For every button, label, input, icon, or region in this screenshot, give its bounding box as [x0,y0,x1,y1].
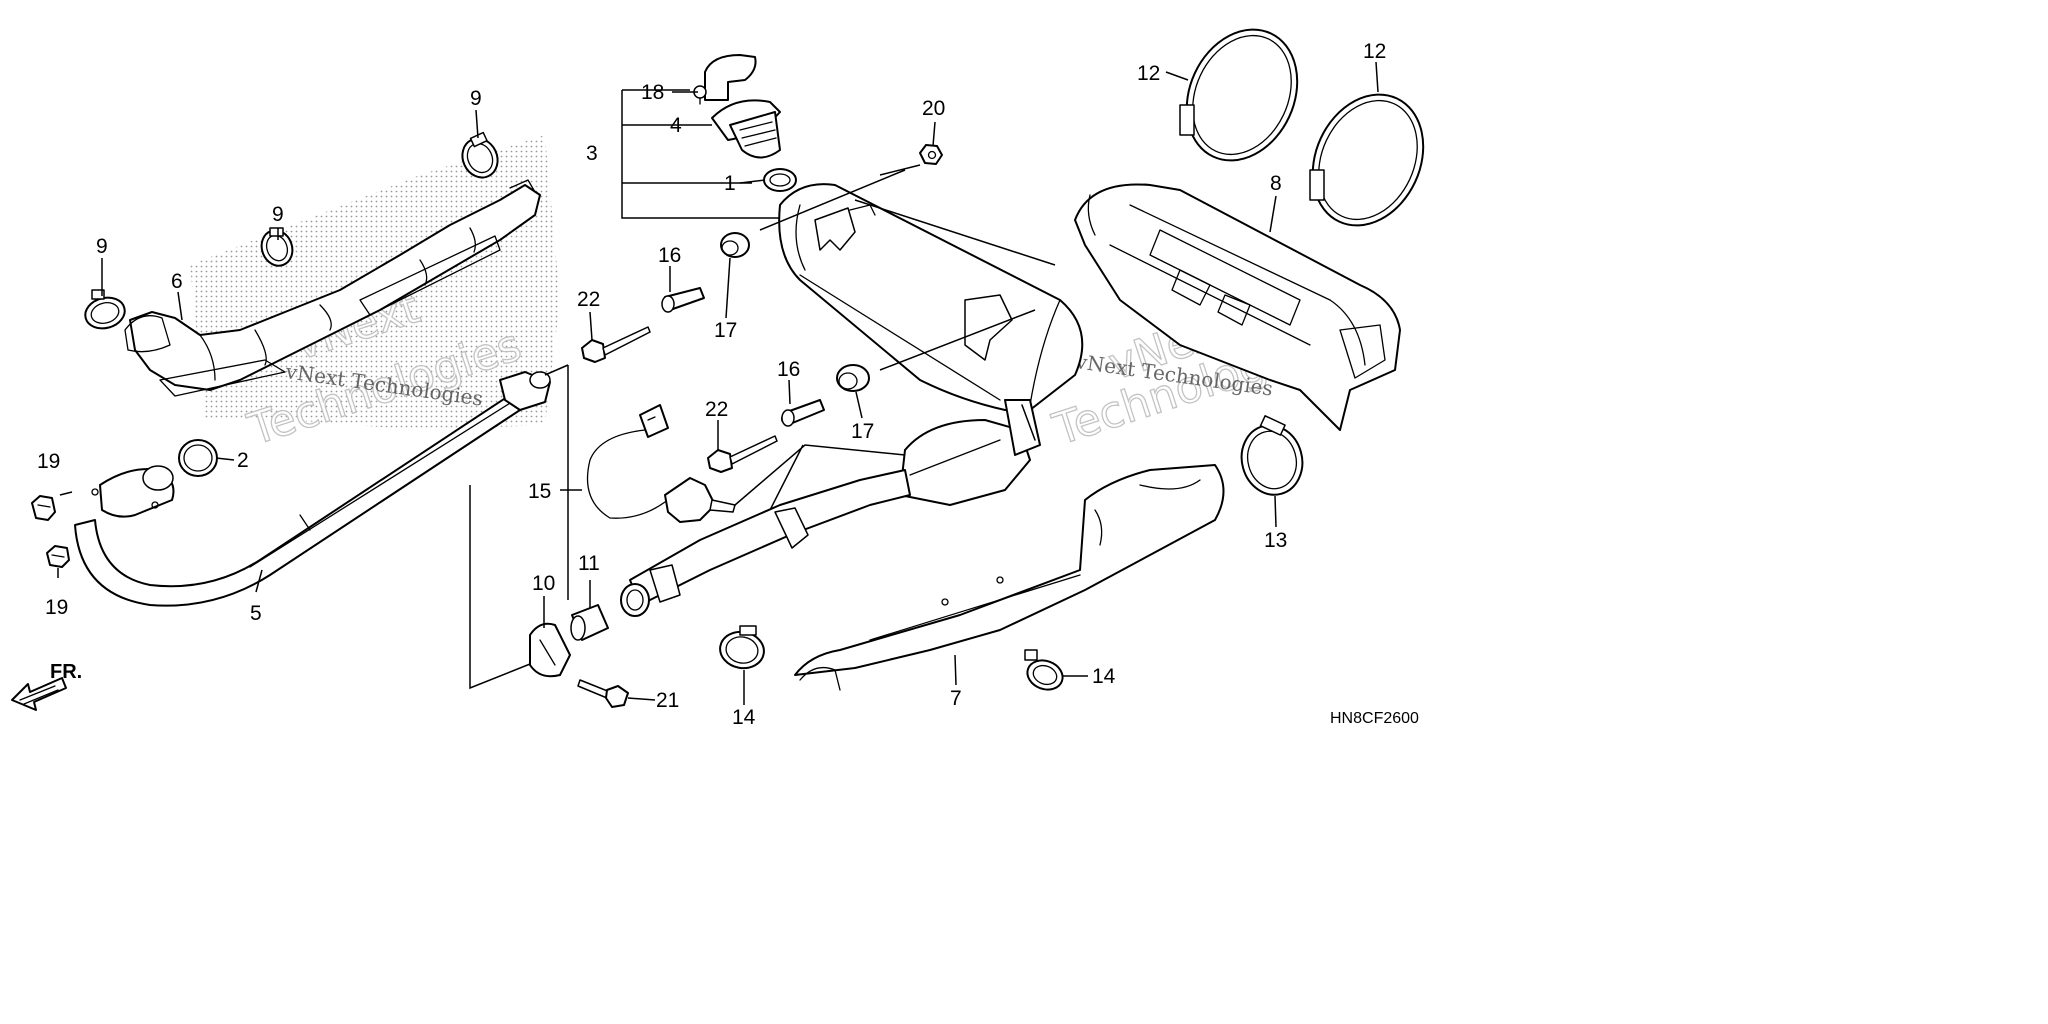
callout-19-lower: 19 [45,596,68,619]
front-direction-arrow: FR. [11,661,82,711]
part-8-muffler-protector-upper [1074,183,1401,431]
part-10-joint-clamp [529,622,571,678]
callout-2: 2 [237,449,249,472]
callout-16-upper: 16 [658,244,681,267]
callout-11: 11 [578,552,600,575]
callout-4: 4 [670,114,682,137]
callout-15: 15 [528,480,551,503]
part-19-nut-upper [31,495,56,521]
callout-18: 18 [641,81,664,104]
callout-6: 6 [171,270,183,293]
callout-numbers: 1 2 3 4 5 6 7 8 9 9 9 10 11 12 12 13 14 … [37,40,1386,729]
callout-1: 1 [724,172,736,195]
callout-9-top: 9 [470,87,482,110]
middle-pipe-catalyzer [629,399,1041,606]
sensor-leader-lines [734,444,906,517]
part-9-band-clamp-top [461,131,499,179]
part-13-band-clamp [1240,415,1304,496]
part-14-band-clamp-left [719,625,765,670]
part-1-gasket [763,168,797,192]
callout-8: 8 [1270,172,1282,195]
part-16-collar-upper [661,287,705,313]
callout-21: 21 [656,689,679,712]
part-17-rubber-mount-upper [720,232,750,258]
callout-leaders [57,61,1379,705]
front-label: FR. [50,661,82,683]
callout-22-lower: 22 [705,398,728,421]
callout-14-left: 14 [732,706,756,729]
callout-12-right: 12 [1363,40,1386,63]
part-5-exhaust-pipe [74,371,551,607]
callout-5: 5 [250,602,262,625]
callout-13: 13 [1264,529,1287,552]
part-15-oxygen-sensor [586,404,736,523]
callout-20: 20 [922,97,945,120]
part-14-band-clamp-right [1024,649,1064,691]
part-9-band-clamp-mid [260,227,294,267]
part-17-rubber-mount-lower [836,364,870,392]
callout-14-right: 14 [1092,665,1116,688]
callout-10: 10 [532,572,555,595]
part-21-bolt [577,679,629,708]
diagram-code: HN8CF2600 [1330,710,1419,727]
part-20-nut [919,144,943,165]
callout-19-upper: 19 [37,450,60,473]
joint-bracket-lines [469,364,569,690]
part-12-band-clamp-left [1179,28,1299,162]
callout-16-lower: 16 [777,358,800,381]
callout-17-upper: 17 [714,319,737,342]
callout-9-mid: 9 [272,203,284,226]
callout-9-left: 9 [96,235,108,258]
bracket-3 [621,89,780,219]
part-7-muffler-protector-lower [794,464,1225,691]
part-18-screw [693,85,707,105]
callout-3: 3 [586,142,598,165]
part-3-muffler [759,164,1084,411]
pipe-end-joint [620,564,681,617]
exhaust-parts-diagram: vNext Technologies vNext Technologies vN… [11,28,1425,729]
part-11-gasket-ring [570,604,609,641]
part-19-nut-lower [46,545,70,568]
part-22-bolt-upper [581,326,651,363]
callout-22-upper: 22 [577,288,600,311]
part-22-bolt-lower [707,435,778,473]
callout-7: 7 [950,687,962,710]
callout-12-left: 12 [1137,62,1160,85]
part-12-band-clamp-right [1309,93,1425,227]
part-9-band-clamp-left [84,289,126,330]
callout-17-lower: 17 [851,420,874,443]
part-6-pipe-protector [124,179,541,397]
part-16-collar-lower [781,399,825,427]
part-4-spark-arrester [704,54,781,159]
part-2-gasket [178,439,218,477]
